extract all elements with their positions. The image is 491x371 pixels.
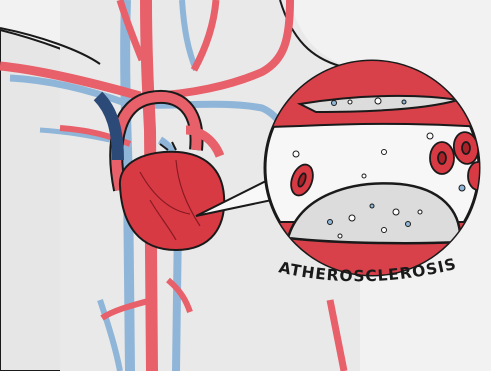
svg-text:ATHEROSCLEROSIS: ATHEROSCLEROSIS — [277, 255, 458, 286]
caption-label: ATHEROSCLEROSIS — [268, 236, 478, 296]
caption-text: ATHEROSCLEROSIS — [277, 255, 458, 286]
